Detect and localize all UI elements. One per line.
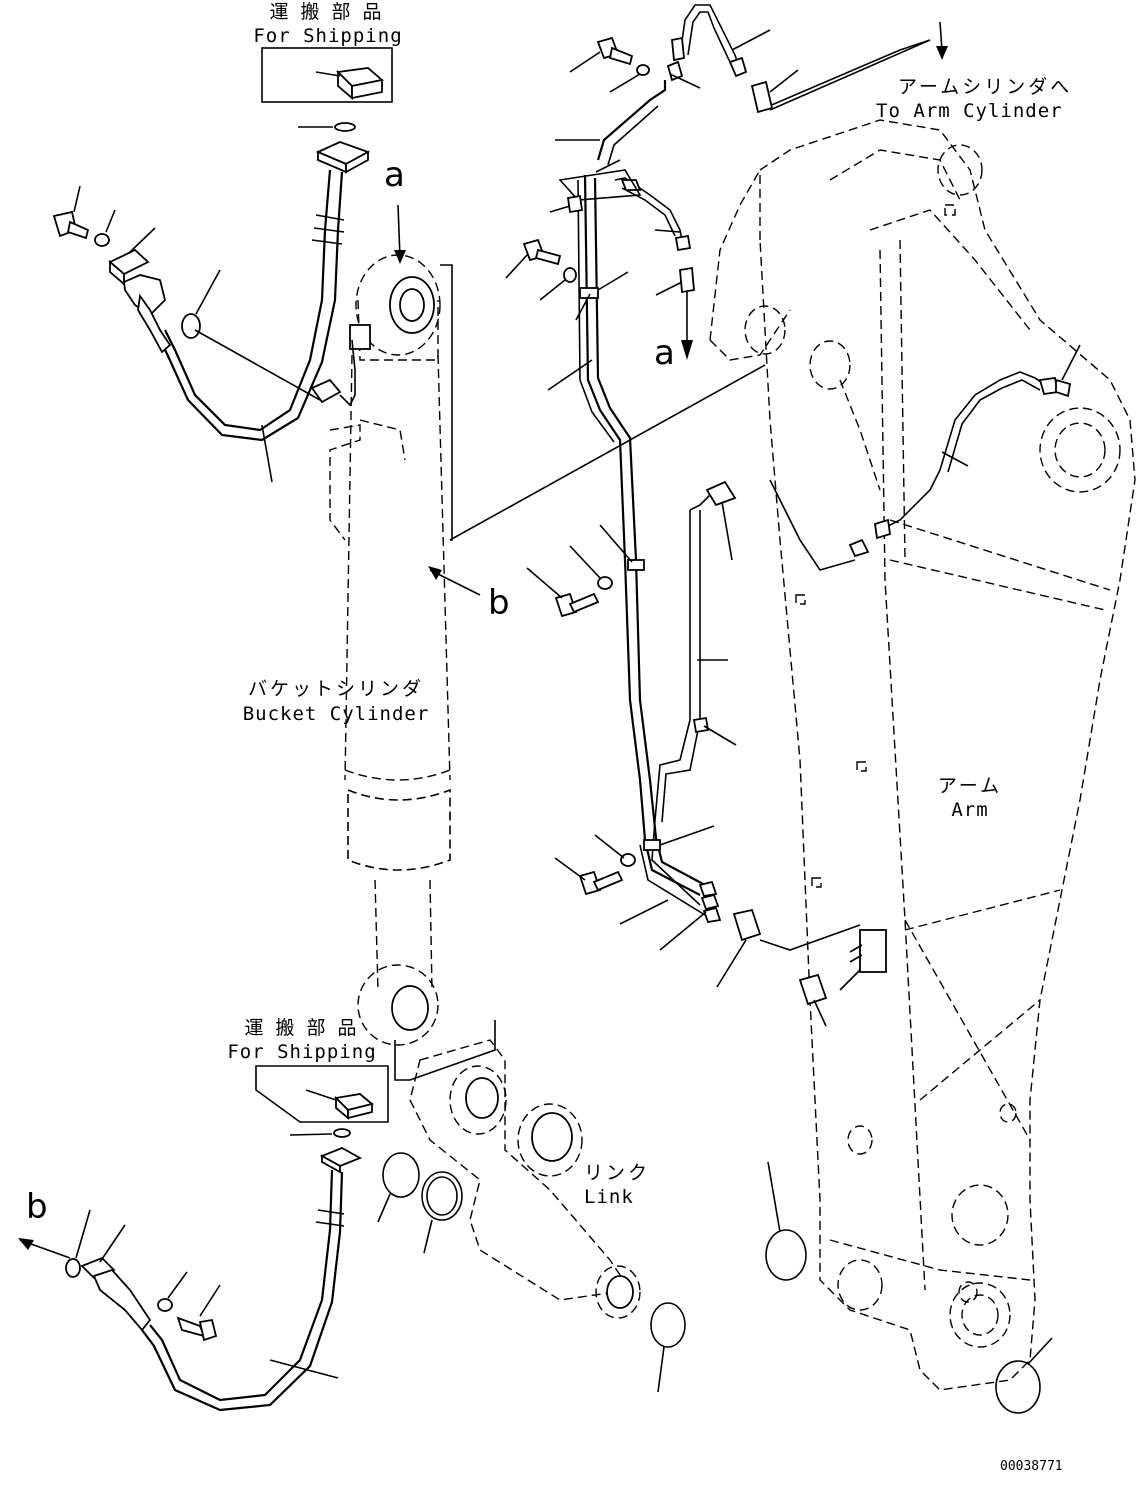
projection-line: [769, 39, 931, 111]
o-rings: [377, 1152, 1053, 1414]
drawing-number: 00038771: [1000, 1459, 1063, 1474]
projection-line: [449, 364, 766, 541]
bucket-cylinder-label-en: Bucket Cylinder: [242, 703, 430, 725]
hose-assembly-top: [52, 122, 371, 483]
arm-label-jp: アーム: [937, 775, 1003, 797]
bucket-cylinder: [329, 254, 453, 1046]
fasteners: [522, 36, 828, 1006]
arm-cylinder-label-en: To Arm Cylinder: [876, 100, 1063, 122]
bucket-cylinder-label-jp: バケットシリンダ: [247, 678, 424, 700]
arm-outline: [709, 119, 1136, 1391]
ref-b-mid: b: [488, 583, 511, 623]
arm-cylinder-label-jp: アームシリンダへ: [898, 76, 1073, 98]
shipping-label-top-jp: 運 搬 部 品: [269, 1, 385, 23]
shipping-box-bottom: [255, 1065, 389, 1123]
shipping-box-top: [261, 47, 393, 103]
callout-lines: [394, 29, 1081, 1027]
shipping-label-bottom-jp: 運 搬 部 品: [244, 1017, 360, 1039]
hose-assembly-bottom: [18, 1128, 363, 1412]
link: [394, 1020, 641, 1319]
link-label-en: Link: [584, 1186, 634, 1208]
arm-label-en: Arm: [951, 799, 989, 821]
shipping-label-bottom-en: For Shipping: [227, 1041, 377, 1063]
ref-a-top: a: [384, 155, 406, 195]
link-label-jp: リンク: [584, 1162, 651, 1184]
shipping-label-top-en: For Shipping: [253, 25, 403, 47]
ref-a-mid: a: [654, 333, 676, 373]
clamps: [558, 169, 887, 991]
ref-b-bottom: b: [26, 1187, 49, 1227]
